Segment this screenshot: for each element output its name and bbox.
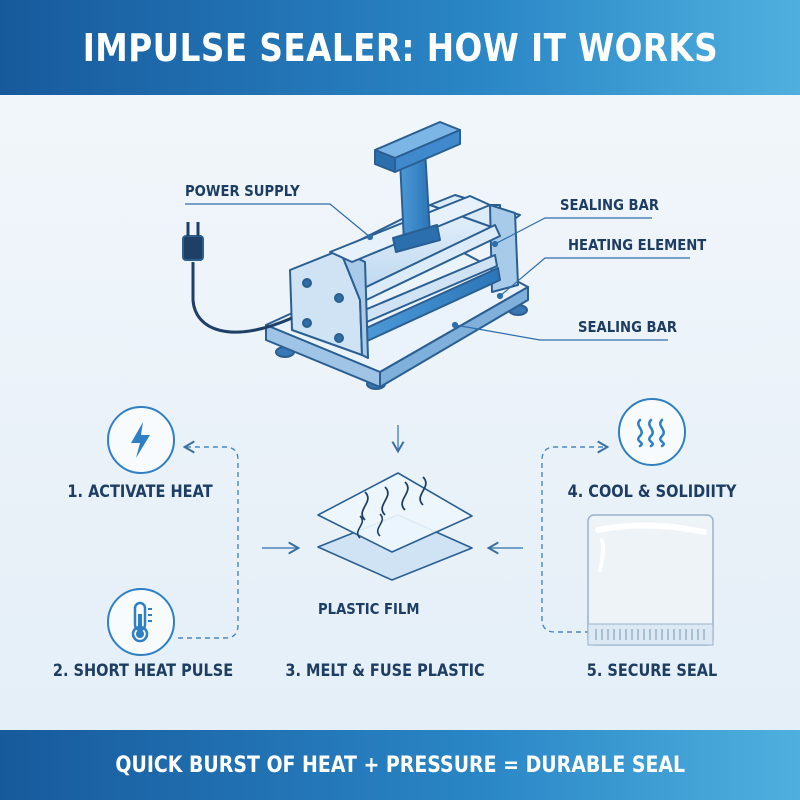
tagline: QUICK BURST OF HEAT + PRESSURE = DURABLE… [115,752,685,778]
cooling-waves-icon [618,398,686,466]
flow-arrows [178,425,606,639]
label-sealing-bar-top: SEALING BAR [560,196,659,214]
plastic-film-illustration [317,472,473,581]
thermometer-icon [107,588,175,656]
tagline-banner: QUICK BURST OF HEAT + PRESSURE = DURABLE… [0,730,800,800]
label-power-supply: POWER SUPPLY [185,182,300,200]
title-banner: IMPULSE SEALER: HOW IT WORKS [0,0,800,95]
page-title: IMPULSE SEALER: HOW IT WORKS [82,25,718,70]
impulse-sealer-illustration [182,121,529,390]
step-5-label: 5. SECURE SEAL [586,661,718,680]
step-4-label: 4. COOL & SOLIDIITY [567,482,737,501]
label-heating-element: HEATING ELEMENT [568,236,707,254]
plastic-film-label: PLASTIC FILM [318,600,420,618]
leader-lines [185,203,690,341]
sealed-bag-icon [587,514,714,646]
lightning-bolt-icon [107,406,175,474]
step-2-label: 2. SHORT HEAT PULSE [52,661,234,680]
step-3-label: 3. MELT & FUSE PLASTIC [285,661,485,680]
step-1-label: 1. ACTIVATE HEAT [67,482,213,501]
label-sealing-bar-bottom: SEALING BAR [578,318,677,336]
